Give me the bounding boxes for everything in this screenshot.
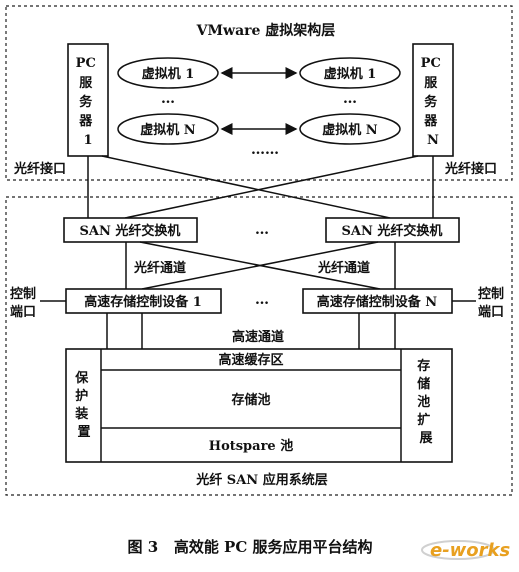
fiber-interface-left: 光纤接口 <box>13 161 66 177</box>
vm-left-n <box>117 113 219 145</box>
pool-expansion-label: 存 储 池 扩 展 <box>416 358 435 446</box>
storage-ctrl-n-label: 高速存储控制设备 N <box>317 294 438 310</box>
pc-server-1-box <box>67 43 109 157</box>
storage-ctrl-1 <box>65 288 222 314</box>
fiber-interface-right: 光纤接口 <box>444 161 497 177</box>
control-port-right: 控制 端口 <box>478 286 509 320</box>
vm-right-n <box>299 113 401 145</box>
pc-server-1-label: PC 服 务 器 1 <box>76 56 101 148</box>
link-servern-switch-left <box>124 155 419 219</box>
hotspare-pool-label: Hotspare 池 <box>209 438 293 454</box>
logo-swoosh-icon <box>421 540 495 560</box>
vm-ellipsis-bottom: …… <box>251 142 279 158</box>
vm-ellipsis-right: … <box>343 91 357 107</box>
logo-text: e-works <box>430 540 511 561</box>
san-layer-frame <box>5 196 513 496</box>
high-speed-cache-label: 高速缓存区 <box>218 352 283 368</box>
storage-pool-label: 存储池 <box>231 392 270 408</box>
vm-left-1 <box>117 57 219 89</box>
ctrl-ellipsis: … <box>255 292 269 308</box>
san-layer-title: 光纤 SAN 应用系统层 <box>195 472 327 488</box>
switch-ellipsis: … <box>255 222 269 238</box>
protection-device-label: 保 护 装 置 <box>74 370 93 440</box>
figure-caption: 图 3 高效能 PC 服务应用平台结构 <box>128 538 373 556</box>
fiber-channel-left: 光纤通道 <box>133 260 186 276</box>
vm-right-1 <box>299 57 401 89</box>
storage-array-outer <box>65 348 453 463</box>
fiber-channel-right: 光纤通道 <box>317 260 370 276</box>
san-switch-left <box>63 217 198 243</box>
pc-server-n-label: PC 服 务 器 N <box>421 56 446 148</box>
vm-right-n-label: 虚拟机 N <box>322 122 378 138</box>
pc-server-n-box <box>412 43 454 157</box>
link-server1-switch-right <box>101 155 391 219</box>
vm-left-n-label: 虚拟机 N <box>140 122 196 138</box>
san-switch-right <box>325 217 460 243</box>
link-switch-right-ctrl-1 <box>141 241 379 290</box>
vmware-layer-frame <box>5 5 513 181</box>
vmware-layer-title: VMware 虚拟架构层 <box>196 22 336 39</box>
control-port-left: 控制 端口 <box>10 286 41 320</box>
high-speed-channel-label: 高速通道 <box>232 329 284 345</box>
san-switch-right-label: SAN 光纤交换机 <box>342 223 443 239</box>
vm-ellipsis-left: … <box>161 91 175 107</box>
vm-right-1-label: 虚拟机 1 <box>324 66 377 82</box>
storage-ctrl-n <box>302 288 453 314</box>
vm-left-1-label: 虚拟机 1 <box>142 66 195 82</box>
san-switch-left-label: SAN 光纤交换机 <box>80 223 181 239</box>
e-works-logo: e-works <box>421 540 511 561</box>
storage-ctrl-1-label: 高速存储控制设备 1 <box>84 294 202 310</box>
